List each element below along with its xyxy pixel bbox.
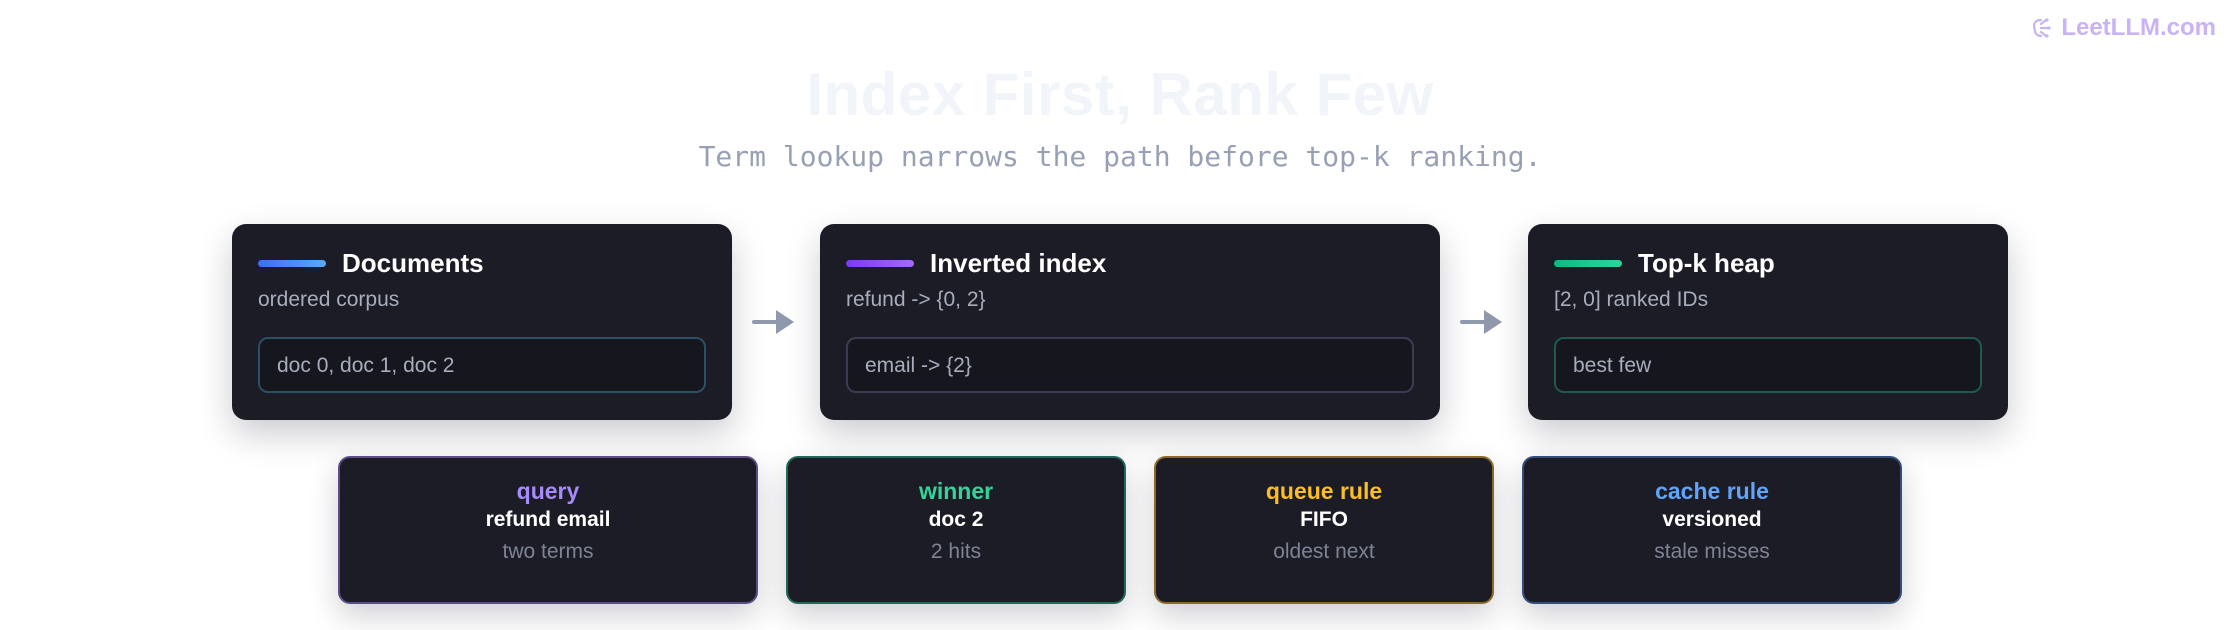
stat-card-queue-rule: queue rule FIFO oldest next <box>1154 456 1494 604</box>
brain-circuit-icon <box>2029 16 2053 40</box>
card-subtitle: [2, 0] ranked IDs <box>1554 288 1709 311</box>
stat-value: refund email <box>485 508 611 531</box>
arrow-right-icon <box>752 302 796 342</box>
stage-card-inverted-index: Inverted index refund -> {0, 2} email ->… <box>820 224 1440 420</box>
stage-card-top-k-heap: Top-k heap [2, 0] ranked IDs best few <box>1528 224 2008 420</box>
arrow-right-icon <box>1460 302 1504 342</box>
stat-value: FIFO <box>1300 508 1348 531</box>
stat-note: two terms <box>502 540 594 563</box>
stat-value: doc 2 <box>928 508 984 531</box>
card-chip: doc 0, doc 1, doc 2 <box>258 337 706 393</box>
brand-name: LeetLLM.com <box>2061 14 2216 41</box>
stage-card-documents: Documents ordered corpus doc 0, doc 1, d… <box>232 224 732 420</box>
stat-note: stale misses <box>1654 540 1770 563</box>
accent-bar <box>1554 260 1622 267</box>
accent-bar <box>258 260 326 267</box>
page-title: Index First, Rank Few <box>806 61 1434 128</box>
stat-note: oldest next <box>1273 540 1375 563</box>
card-subtitle: refund -> {0, 2} <box>846 288 986 311</box>
stat-card-winner: winner doc 2 2 hits <box>786 456 1126 604</box>
stat-label: query <box>516 478 580 504</box>
stat-note: 2 hits <box>930 540 982 563</box>
card-subtitle: ordered corpus <box>258 288 400 311</box>
stat-card-query: query refund email two terms <box>338 456 758 604</box>
card-title: Top-k heap <box>1638 248 1775 278</box>
card-title: Inverted index <box>930 248 1107 278</box>
page-subtitle: Term lookup narrows the path before top-… <box>698 140 1542 173</box>
card-chip: email -> {2} <box>846 337 1414 393</box>
card-title: Documents <box>342 248 484 278</box>
stat-label: queue rule <box>1265 478 1383 504</box>
stat-label: winner <box>918 478 994 504</box>
stat-value: versioned <box>1662 508 1762 531</box>
stat-card-cache-rule: cache rule versioned stale misses <box>1522 456 1902 604</box>
accent-bar <box>846 260 914 267</box>
brand-logo[interactable]: LeetLLM.com <box>2029 14 2216 42</box>
stat-label: cache rule <box>1655 478 1769 504</box>
card-chip: best few <box>1554 337 1982 393</box>
